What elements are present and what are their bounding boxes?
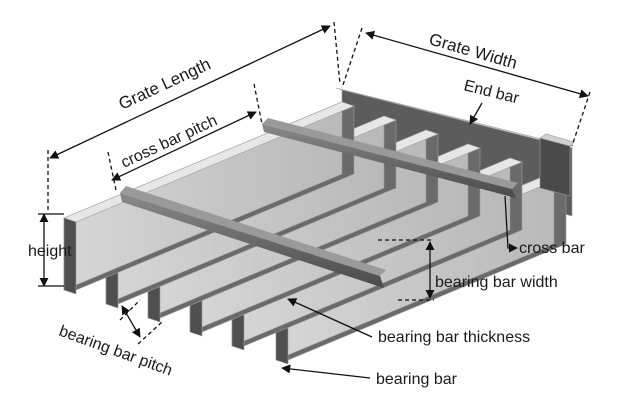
- height-label: height: [28, 243, 72, 260]
- bearing-bar-pointer: [281, 364, 371, 379]
- bearing-bar-pitch-label: bearing bar pitch: [57, 323, 175, 380]
- annotations: [38, 21, 591, 379]
- end-bar-right: [539, 137, 571, 197]
- grate-length-ext-right: [333, 21, 341, 85]
- grate-width-ext-left: [341, 27, 363, 89]
- cross-bar-pitch-dim-line: [111, 111, 257, 181]
- cross-bar-front: [120, 186, 386, 288]
- grate-width-dim-line: [365, 30, 589, 99]
- grate-body: [63, 87, 575, 365]
- grate-length-dim-line: [49, 25, 331, 159]
- grate-width-label: Grate Width: [427, 30, 519, 73]
- grate-width-ext-right: [571, 91, 591, 147]
- grate-length-label: Grate Length: [116, 54, 214, 113]
- end-bar-pointer: [469, 102, 483, 125]
- cross-bar-pointer: [504, 195, 518, 253]
- bearing-bar-label: bearing bar: [376, 371, 458, 388]
- cross-bar-pitch-ext-right: [253, 83, 263, 125]
- end-bar-label: End bar: [462, 77, 521, 107]
- bearing-bar-end-1: [63, 217, 77, 295]
- bearing-bar-pitch-ext-2: [137, 321, 163, 345]
- bearing-bar-thickness-label: bearing bar thickness: [378, 329, 530, 346]
- bearing-bar-pitch-dim-line: [121, 305, 141, 338]
- end-bar-back-top: [335, 87, 573, 149]
- cross-bar-label: cross bar: [519, 240, 585, 257]
- bearing-bar-width-label: bearing bar width: [435, 274, 558, 291]
- bearing-bar-pitch-ext-1: [119, 299, 141, 321]
- bearing-bar-thickness-pointer: [287, 298, 373, 338]
- cross-bar-pitch-ext-left: [107, 151, 117, 191]
